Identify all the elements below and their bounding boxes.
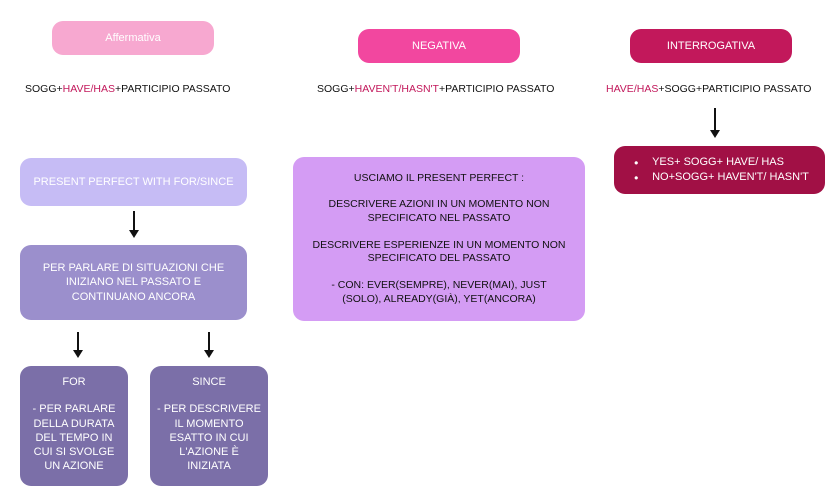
uso-p1-line-1: DESCRIVERE AZIONI IN UN MOMENTO NON [328, 198, 550, 211]
for-line-1: - PER PARLARE [32, 403, 116, 416]
present-perfect-label: PRESENT PERFECT WITH FOR/SINCE [33, 175, 234, 188]
answer-no: NO+SOGG+ HAVEN'T/ HASN'T [630, 170, 809, 187]
arrow-down-icon [710, 108, 720, 138]
header-affermativa-label: Affermativa [105, 31, 161, 44]
arrow-down-icon [129, 211, 139, 238]
present-perfect-box: PRESENT PERFECT WITH FOR/SINCE [20, 158, 247, 206]
situazioni-line-2: INIZIANO NEL PASSATO E [65, 276, 202, 289]
situazioni-line-1: PER PARLARE DI SITUAZIONI CHE [42, 262, 225, 275]
for-line-5: UN AZIONE [44, 460, 104, 473]
for-title: FOR [62, 376, 86, 388]
arrow-down-icon [73, 332, 83, 358]
header-interrogativa-label: INTERROGATIVA [666, 39, 756, 52]
interrogativa-answers-list: YES+ SOGG+ HAVE/ HAS NO+SOGG+ HAVEN'T/ H… [630, 155, 809, 188]
situazioni-box: PER PARLARE DI SITUAZIONI CHE INIZIANO N… [20, 245, 247, 320]
since-line-1: - PER DESCRIVERE [157, 403, 261, 416]
for-box: FOR - PER PARLARE DELLA DURATA DEL TEMPO… [20, 366, 128, 486]
since-line-4: L'AZIONE È [179, 446, 239, 459]
header-interrogativa: INTERROGATIVA [630, 29, 792, 63]
arrow-down-icon [204, 332, 214, 358]
for-line-3: DEL TEMPO IN [35, 431, 113, 444]
uso-p2-line-1: DESCRIVERE ESPERIENZE IN UN MOMENTO NON [312, 238, 566, 251]
since-box: SINCE - PER DESCRIVERE IL MOMENTO ESATTO… [150, 366, 268, 486]
since-line-3: ESATTO IN CUI [169, 431, 249, 444]
formula-affermativa-highlight: HAVE/HAS [62, 83, 115, 95]
header-affermativa: Affermativa [52, 21, 214, 55]
since-line-5: INIZIATA [187, 460, 231, 473]
interrogativa-answers-box: YES+ SOGG+ HAVE/ HAS NO+SOGG+ HAVEN'T/ H… [614, 146, 825, 194]
header-negativa-label: NEGATIVA [412, 39, 466, 52]
formula-interrogativa-highlight: HAVE/HAS [606, 83, 659, 95]
since-title: SINCE [192, 376, 226, 388]
answer-yes: YES+ SOGG+ HAVE/ HAS [630, 155, 809, 172]
formula-negativa-highlight: HAVEN'T/HASN'T [354, 83, 439, 95]
since-line-2: IL MOMENTO [174, 417, 244, 430]
uso-p3-line-1: - CON: EVER(SEMPRE), NEVER(MAI), JUST [331, 278, 547, 291]
formula-interrogativa: HAVE/HAS+SOGG+PARTICIPIO PASSATO [606, 83, 812, 95]
uso-p1-line-2: SPECIFICATO NEL PASSATO [367, 212, 511, 225]
formula-affermativa: SOGG+HAVE/HAS+PARTICIPIO PASSATO [25, 83, 231, 95]
formula-negativa: SOGG+HAVEN'T/HASN'T+PARTICIPIO PASSATO [317, 83, 555, 95]
situazioni-line-3: CONTINUANO ANCORA [71, 290, 196, 303]
for-line-2: DELLA DURATA [33, 417, 115, 430]
for-line-4: CUI SI SVOLGE [33, 446, 115, 459]
uso-title: USCIAMO IL PRESENT PERFECT : [353, 171, 525, 184]
uso-p2-line-2: SPECIFICATO DEL PASSATO [367, 252, 511, 265]
uso-box: USCIAMO IL PRESENT PERFECT : DESCRIVERE … [293, 157, 585, 321]
header-negativa: NEGATIVA [358, 29, 520, 63]
uso-p3-line-2: (SOLO), ALREADY(GIÀ), YET(ANCORA) [342, 292, 536, 305]
